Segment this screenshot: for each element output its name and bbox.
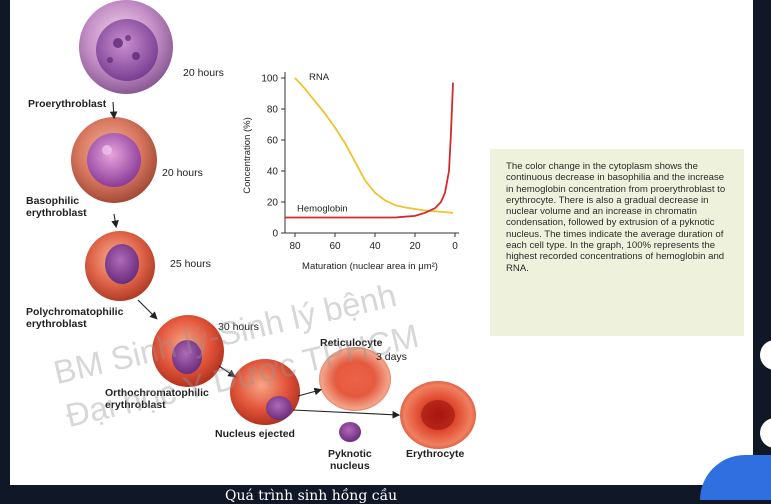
x-tick-label: 0 <box>452 241 458 252</box>
reticulocyte-time: 3 days <box>376 351 407 363</box>
basophilic-label-line2: erythroblast <box>26 207 87 219</box>
proerythroblast-time: 20 hours <box>183 67 224 79</box>
pyknotic-nucleus <box>339 422 361 442</box>
basophilic-label-line1: Basophilic <box>26 195 80 207</box>
rna-line <box>294 77 454 214</box>
y-tick-label: 100 <box>261 74 278 85</box>
orthochromatophilic-time: 30 hours <box>218 321 259 333</box>
polychromatophilic-erythroblast-cell <box>85 231 155 301</box>
x-tick-label: 20 <box>409 241 421 252</box>
y-tick-label: 20 <box>267 198 279 209</box>
hemoglobin-line <box>285 82 454 219</box>
y-tick-label: 0 <box>272 229 278 240</box>
pyknotic-label-line1: Pyknotic <box>328 448 372 460</box>
nucleus-ejected-cell <box>230 359 300 425</box>
basophilic-time: 20 hours <box>162 167 203 179</box>
slide: 0 20 40 60 80 100 80 60 40 20 0 Concentration (%) Ma… <box>10 0 753 485</box>
x-tick-label: 80 <box>289 241 301 252</box>
explanatory-note: The color change in the cytoplasm shows … <box>490 149 744 336</box>
erythrocyte-label: Erythrocyte <box>406 448 465 460</box>
polychromatophilic-time: 25 hours <box>170 258 211 270</box>
y-tick-label: 80 <box>267 105 279 116</box>
note-text: The color change in the cytoplasm shows … <box>506 161 726 274</box>
orthochromatophilic-erythroblast-cell <box>152 315 224 387</box>
x-tick-label: 40 <box>369 241 381 252</box>
concentration-chart: 0 20 40 60 80 100 80 60 40 20 0 Concentration (%) Ma… <box>242 72 459 272</box>
x-tick-label: 60 <box>329 241 341 252</box>
reticulocyte-label: Reticulocyte <box>320 337 383 349</box>
chart-x-axis-label: Maturation (nuclear area in μm²) <box>302 261 438 272</box>
polychromatophilic-label-line2: erythroblast <box>26 318 87 330</box>
basophilic-erythroblast-cell <box>71 117 157 203</box>
reticulocyte-cell <box>319 347 391 411</box>
y-tick-label: 40 <box>267 167 279 178</box>
orthochromatophilic-label-line1: Orthochromatophilic <box>105 387 209 399</box>
pyknotic-label-line2: nucleus <box>330 460 370 472</box>
bottom-caption: Quá trình sinh hồng cầu <box>225 488 398 504</box>
chart-y-axis-label: Concentration (%) <box>242 117 253 194</box>
erythrocyte-cell <box>400 381 476 449</box>
proerythroblast-label: Proerythroblast <box>28 98 107 110</box>
erythropoiesis-diagram: 0 20 40 60 80 100 80 60 40 20 0 Concentration (%) Ma… <box>71 0 476 449</box>
maturation-arrows <box>109 101 401 419</box>
deco-circle-1 <box>760 340 771 370</box>
y-tick-label: 60 <box>267 136 279 147</box>
proerythroblast-cell <box>79 0 173 94</box>
deco-circle-2 <box>760 418 771 448</box>
rna-series-label: RNA <box>309 72 330 83</box>
hemoglobin-series-label: Hemoglobin <box>297 204 348 215</box>
orthochromatophilic-label-line2: erythroblast <box>105 399 166 411</box>
polychromatophilic-label-line1: Polychromatophilic <box>26 306 124 318</box>
nucleus-ejected-label: Nucleus ejected <box>215 428 295 440</box>
